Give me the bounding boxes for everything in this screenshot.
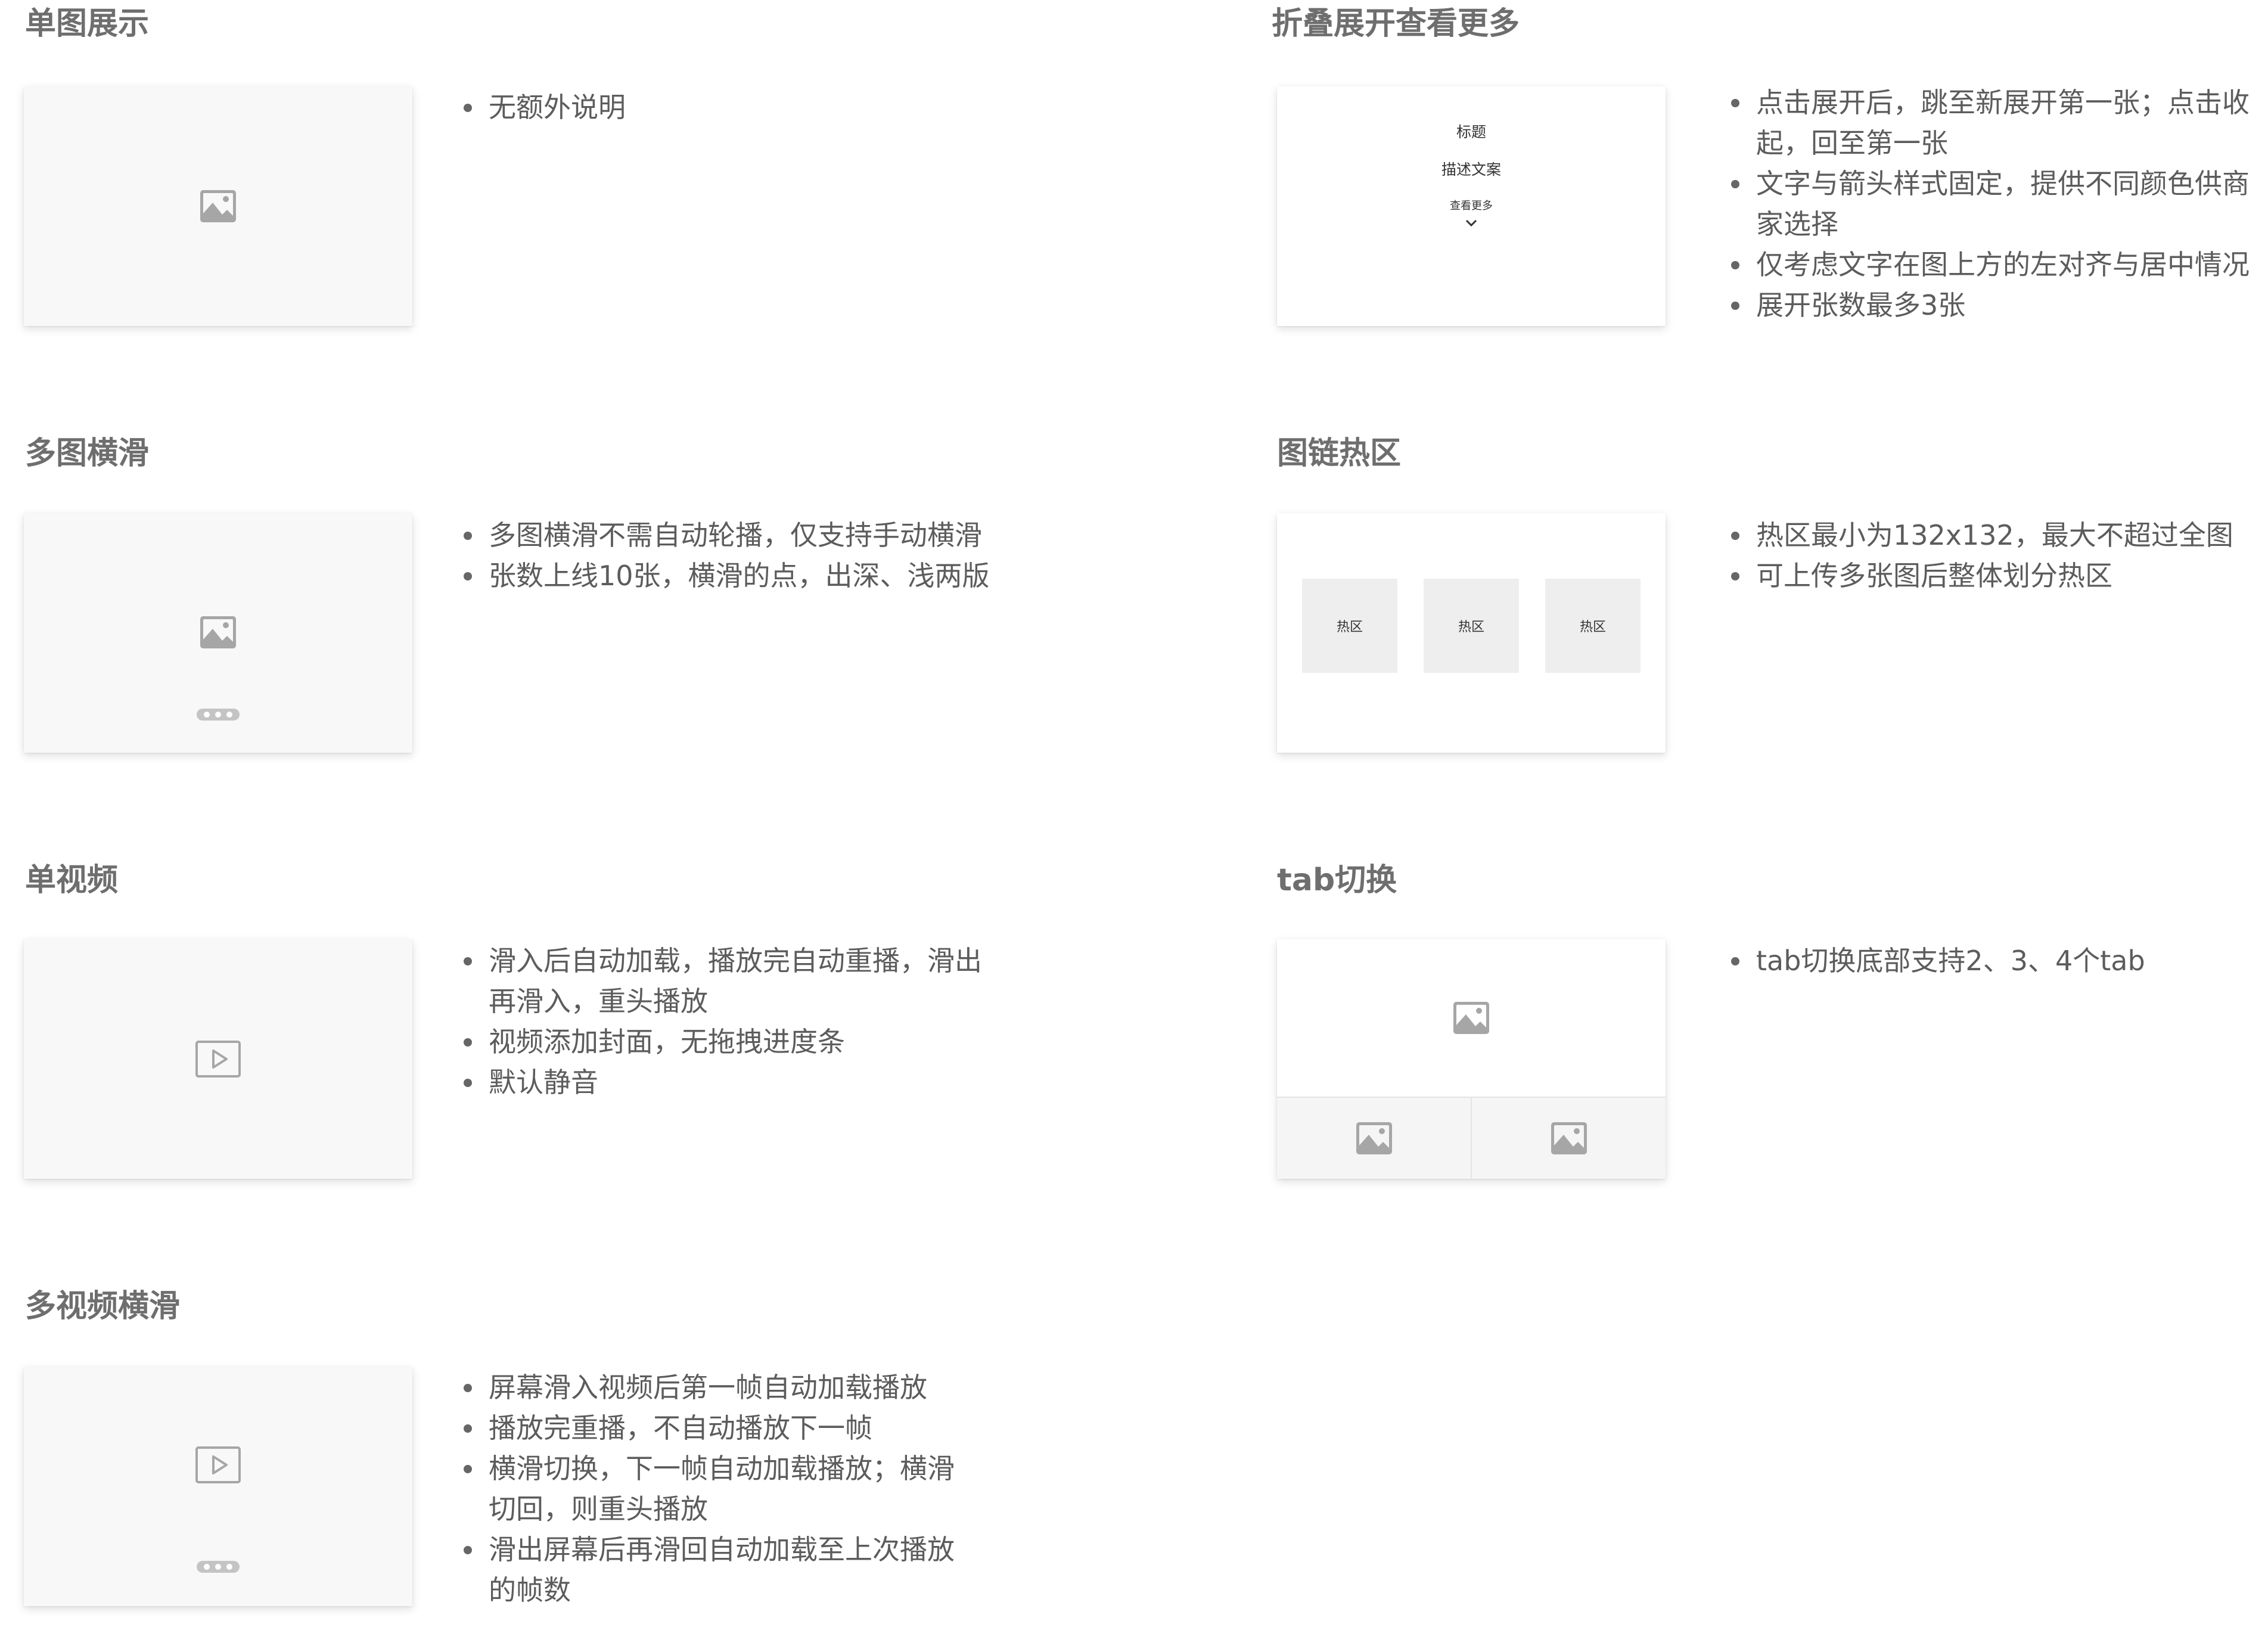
list-item: 展开张数最多3张 xyxy=(1726,285,2268,325)
list-item: 张数上线10张，横滑的点，出深、浅两版 xyxy=(459,555,1055,596)
fold-heading: 标题 xyxy=(1456,123,1486,141)
tab-content-area xyxy=(1277,939,1666,1098)
image-icon xyxy=(1356,1122,1392,1154)
section-title-multi-image: 多图横滑 xyxy=(25,436,150,471)
multi-image-preview-card[interactable] xyxy=(24,513,412,753)
tab-item[interactable] xyxy=(1472,1098,1666,1179)
pagination-dots[interactable] xyxy=(197,709,240,721)
list-item: tab切换底部支持2、3、4个tab xyxy=(1726,940,2263,981)
single-video-notes: 滑入后自动加载，播放完自动重播，滑出再滑入，重头播放 视频添加封面，无拖拽进度条… xyxy=(459,940,995,1103)
pagination-dots[interactable] xyxy=(197,1561,240,1573)
single-image-preview-card[interactable] xyxy=(24,86,412,326)
section-title-tab-switch: tab切换 xyxy=(1277,862,1397,898)
list-item: 视频添加封面，无拖拽进度条 xyxy=(459,1021,995,1062)
tab-item[interactable] xyxy=(1277,1098,1471,1179)
list-item: 滑入后自动加载，播放完自动重播，滑出再滑入，重头播放 xyxy=(459,940,995,1021)
section-title-fold: 折叠展开查看更多 xyxy=(1272,6,1520,42)
multi-video-preview-card[interactable] xyxy=(24,1367,412,1606)
list-item: 滑出屏幕后再滑回自动加载至上次播放的帧数 xyxy=(459,1529,971,1610)
image-icon xyxy=(1551,1122,1587,1154)
list-item: 仅考虑文字在图上方的左对齐与居中情况 xyxy=(1726,244,2268,285)
image-icon xyxy=(200,190,236,222)
section-title-multi-video: 多视频横滑 xyxy=(25,1288,181,1324)
multi-video-notes: 屏幕滑入视频后第一帧自动加载播放 播放完重播，不自动播放下一帧 横滑切换，下一帧… xyxy=(459,1367,971,1610)
section-title-single-image: 单图展示 xyxy=(25,6,150,42)
tab-switch-preview-card[interactable] xyxy=(1277,939,1666,1179)
list-item: 无额外说明 xyxy=(459,87,995,128)
list-item: 屏幕滑入视频后第一帧自动加载播放 xyxy=(459,1367,971,1408)
section-title-single-video: 单视频 xyxy=(25,862,119,898)
list-item: 热区最小为132x132，最大不超过全图 xyxy=(1726,515,2263,555)
single-video-preview-card[interactable] xyxy=(24,939,412,1179)
hotspot-notes: 热区最小为132x132，最大不超过全图 可上传多张图后整体划分热区 xyxy=(1726,515,2263,596)
image-icon xyxy=(1453,1002,1489,1034)
fold-description: 描述文案 xyxy=(1441,161,1501,178)
play-icon[interactable] xyxy=(195,1446,241,1483)
single-image-notes: 无额外说明 xyxy=(459,87,995,128)
hotspot-zone[interactable]: 热区 xyxy=(1424,579,1519,673)
list-item: 默认静音 xyxy=(459,1062,995,1103)
fold-notes: 点击展开后，跳至新展开第一张；点击收起，回至第一张 文字与箭头样式固定，提供不同… xyxy=(1726,82,2268,325)
hotspot-zone[interactable]: 热区 xyxy=(1302,579,1397,673)
list-item: 横滑切换，下一帧自动加载播放；横滑切回，则重头播放 xyxy=(459,1448,971,1529)
image-icon xyxy=(200,616,236,648)
fold-see-more[interactable]: 查看更多 xyxy=(1450,200,1493,212)
list-item: 点击展开后，跳至新展开第一张；点击收起，回至第一张 xyxy=(1726,82,2268,163)
hotspot-zone[interactable]: 热区 xyxy=(1545,579,1641,673)
list-item: 文字与箭头样式固定，提供不同颜色供商家选择 xyxy=(1726,163,2268,244)
list-item: 多图横滑不需自动轮播，仅支持手动横滑 xyxy=(459,515,1055,555)
tab-switch-notes: tab切换底部支持2、3、4个tab xyxy=(1726,940,2263,981)
multi-image-notes: 多图横滑不需自动轮播，仅支持手动横滑 张数上线10张，横滑的点，出深、浅两版 xyxy=(459,515,1055,596)
list-item: 可上传多张图后整体划分热区 xyxy=(1726,555,2263,596)
chevron-down-icon[interactable] xyxy=(1465,219,1478,227)
hotspot-preview-card[interactable]: 热区 热区 热区 xyxy=(1277,513,1666,753)
fold-preview-card[interactable]: 标题 描述文案 查看更多 xyxy=(1277,86,1666,326)
section-title-hotspot: 图链热区 xyxy=(1277,436,1402,471)
tab-divider xyxy=(1471,1098,1472,1179)
list-item: 播放完重播，不自动播放下一帧 xyxy=(459,1408,971,1448)
play-icon[interactable] xyxy=(195,1041,241,1078)
